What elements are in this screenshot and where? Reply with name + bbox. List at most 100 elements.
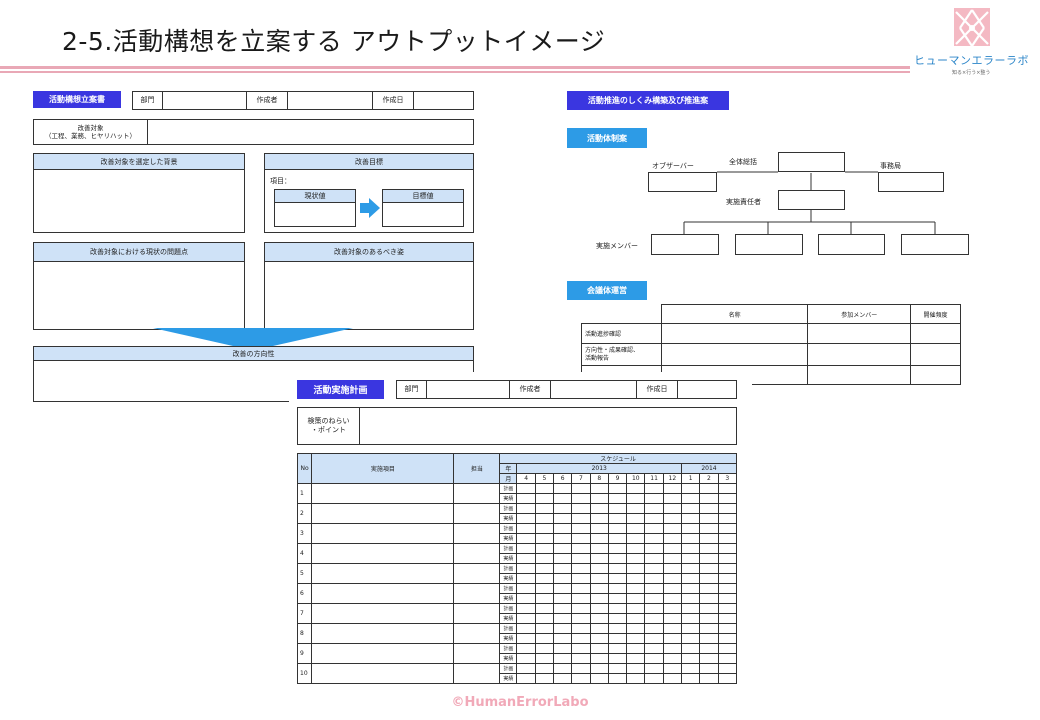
- actual-cell: [644, 573, 664, 584]
- form1-goal-header: 改善目標: [264, 153, 474, 170]
- meeting-row-label: 活動進捗確認: [581, 323, 662, 344]
- actual-cell: [534, 653, 555, 664]
- actual-cell: [699, 633, 719, 644]
- plan-label: 計画: [499, 503, 518, 514]
- plan-cell: [717, 523, 738, 534]
- actual-cell: [680, 673, 701, 684]
- plan-cell: [571, 603, 591, 614]
- leader-label: 実施責任者: [726, 198, 761, 206]
- actual-cell: [589, 573, 609, 584]
- plan-cell: [626, 543, 646, 554]
- plan-cell: [662, 483, 683, 494]
- plan-cell: [553, 623, 573, 634]
- plan-cell: [589, 503, 609, 514]
- title-rule: [0, 66, 910, 69]
- plan-cell: [699, 483, 719, 494]
- plan-cell: [607, 503, 628, 514]
- plan-cell: [589, 603, 609, 614]
- plan-cell: [644, 583, 664, 594]
- member-box: [901, 234, 969, 255]
- month-cell: 5: [534, 473, 555, 484]
- form1-current-header: 現状値: [274, 189, 356, 203]
- actual-cell: [516, 573, 536, 584]
- plan-cell: [589, 583, 609, 594]
- org-title-bar: 活動体制案: [567, 128, 647, 148]
- form1-date-label: 作成日: [372, 92, 414, 109]
- office-box: [878, 172, 944, 192]
- meeting-header-blank: [581, 304, 662, 324]
- plan-cell: [680, 523, 701, 534]
- actual-cell: [644, 493, 664, 504]
- plan-cell: [571, 523, 591, 534]
- actual-cell: [607, 613, 628, 624]
- plan-cell: [534, 583, 555, 594]
- actual-cell: [589, 613, 609, 624]
- actual-cell: [553, 533, 573, 544]
- actual-cell: [534, 613, 555, 624]
- row-number: 5: [296, 563, 313, 584]
- plan-cell: [553, 663, 573, 674]
- row-number: 6: [296, 583, 313, 604]
- actual-cell: [516, 673, 536, 684]
- row-owner-cell: [453, 503, 501, 524]
- form3-dept-label: 部門: [397, 381, 427, 398]
- actual-cell: [553, 553, 573, 564]
- plan-cell: [607, 563, 628, 574]
- plan-cell: [680, 503, 701, 514]
- actual-cell: [644, 593, 664, 604]
- plan-cell: [662, 503, 683, 514]
- plan-cell: [680, 663, 701, 674]
- actual-label: 実績: [499, 593, 518, 604]
- actual-label: 実績: [499, 513, 518, 524]
- row-owner-cell: [453, 543, 501, 564]
- plan-cell: [662, 583, 683, 594]
- plan-cell: [626, 503, 646, 514]
- row-item-cell: [311, 643, 455, 664]
- row-owner-cell: [453, 583, 501, 604]
- form3-author-label: 作成者: [509, 381, 551, 398]
- plan-cell: [680, 643, 701, 654]
- actual-cell: [607, 513, 628, 524]
- actual-cell: [553, 653, 573, 664]
- plan-cell: [516, 603, 536, 614]
- col-item-header: 実施項目: [311, 453, 455, 484]
- plan-cell: [589, 643, 609, 654]
- actual-label: 実績: [499, 553, 518, 564]
- plan-cell: [553, 503, 573, 514]
- plan-cell: [571, 503, 591, 514]
- month-cell: 7: [571, 473, 591, 484]
- month-cell: 6: [553, 473, 573, 484]
- plan-cell: [699, 503, 719, 514]
- plan-cell: [571, 483, 591, 494]
- actual-cell: [589, 533, 609, 544]
- plan-cell: [626, 563, 646, 574]
- row-owner-cell: [453, 563, 501, 584]
- plan-cell: [516, 563, 536, 574]
- form1-author-label: 作成者: [246, 92, 288, 109]
- actual-cell: [680, 613, 701, 624]
- plan-cell: [534, 503, 555, 514]
- actual-cell: [589, 673, 609, 684]
- actual-cell: [662, 673, 683, 684]
- row-item-cell: [311, 583, 455, 604]
- form1-title-bar: 活動構想立案書: [33, 91, 121, 108]
- plan-cell: [699, 663, 719, 674]
- actual-cell: [553, 513, 573, 524]
- actual-cell: [717, 613, 738, 624]
- actual-label: 実績: [499, 653, 518, 664]
- plan-cell: [516, 623, 536, 634]
- month-cell: 11: [644, 473, 664, 484]
- actual-label: 実績: [499, 533, 518, 544]
- plan-cell: [534, 603, 555, 614]
- actual-cell: [553, 633, 573, 644]
- plan-cell: [553, 603, 573, 614]
- plan-cell: [516, 643, 536, 654]
- plan-label: 計画: [499, 663, 518, 674]
- plan-cell: [607, 603, 628, 614]
- actual-cell: [589, 513, 609, 524]
- overall-box: [778, 152, 845, 172]
- actual-cell: [607, 593, 628, 604]
- actual-cell: [699, 653, 719, 664]
- member-box: [735, 234, 803, 255]
- plan-cell: [516, 543, 536, 554]
